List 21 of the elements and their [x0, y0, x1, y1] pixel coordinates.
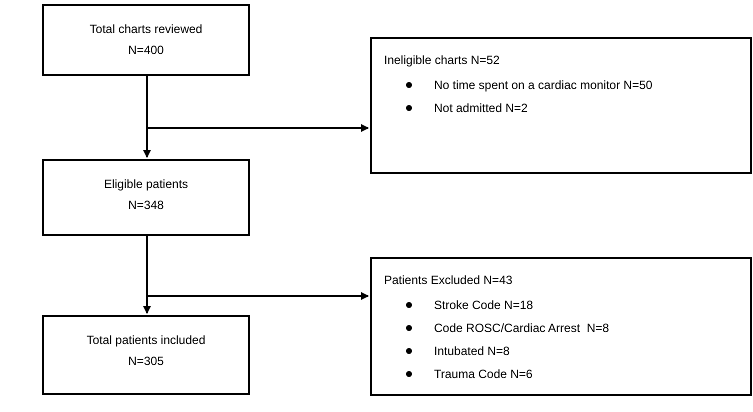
process-box — [370, 37, 752, 174]
box-text: N=348 — [128, 197, 164, 214]
box-text: N=305 — [128, 353, 164, 370]
list-item: Intubated N=8 — [434, 343, 510, 360]
process-box — [42, 4, 250, 76]
box-heading: Patients Excluded N=43 — [384, 272, 514, 289]
box-text: Eligible patients — [104, 176, 188, 193]
box-text: Total charts reviewed — [90, 21, 202, 38]
process-box — [42, 315, 250, 395]
box-text: Total patients included — [86, 332, 206, 349]
process-box — [42, 159, 250, 236]
process-box — [370, 257, 752, 396]
list-item: Stroke Code N=18 — [434, 297, 534, 314]
box-text: N=400 — [128, 42, 164, 59]
list-item: No time spent on a cardiac monitor N=50 — [434, 77, 652, 94]
box-heading: Ineligible charts N=52 — [384, 52, 501, 69]
arrow — [146, 76, 369, 132]
list-item: Trauma Code N=6 — [434, 366, 533, 383]
list-item: Code ROSC/Cardiac Arrest N=8 — [434, 320, 610, 337]
arrow — [146, 236, 369, 300]
list-item: Not admitted N=2 — [434, 100, 528, 117]
